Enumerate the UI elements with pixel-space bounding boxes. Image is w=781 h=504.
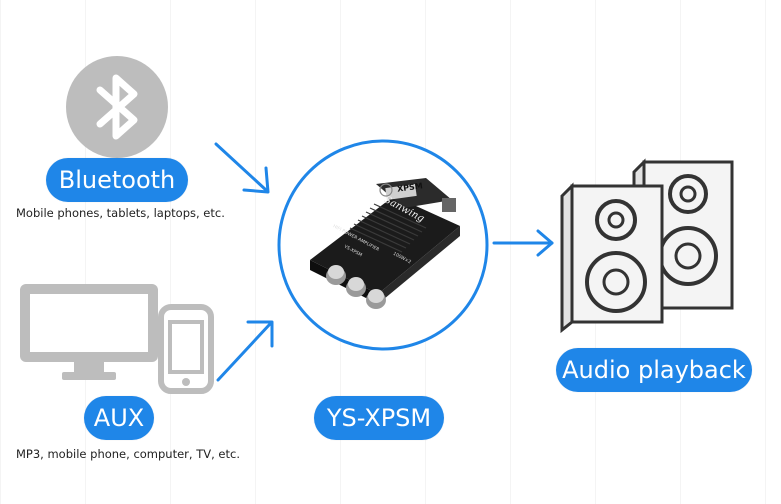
bluetooth-caption: Mobile phones, tablets, laptops, etc. (16, 206, 225, 220)
bluetooth-label: Bluetooth (46, 158, 188, 202)
arrow-icon (216, 320, 274, 382)
speaker-icon (560, 182, 664, 334)
amplifier-board-image (277, 139, 489, 351)
phone-icon (158, 304, 214, 394)
monitor-icon (20, 284, 158, 380)
aux-label: AUX (84, 396, 154, 440)
aux-caption: MP3, mobile phone, computer, TV, etc. (16, 447, 240, 461)
playback-label: Audio playback (556, 348, 752, 392)
bluetooth-icon (66, 56, 168, 158)
device-label: YS-XPSM (314, 396, 444, 440)
arrow-icon (492, 229, 554, 257)
arrow-icon (214, 142, 270, 194)
